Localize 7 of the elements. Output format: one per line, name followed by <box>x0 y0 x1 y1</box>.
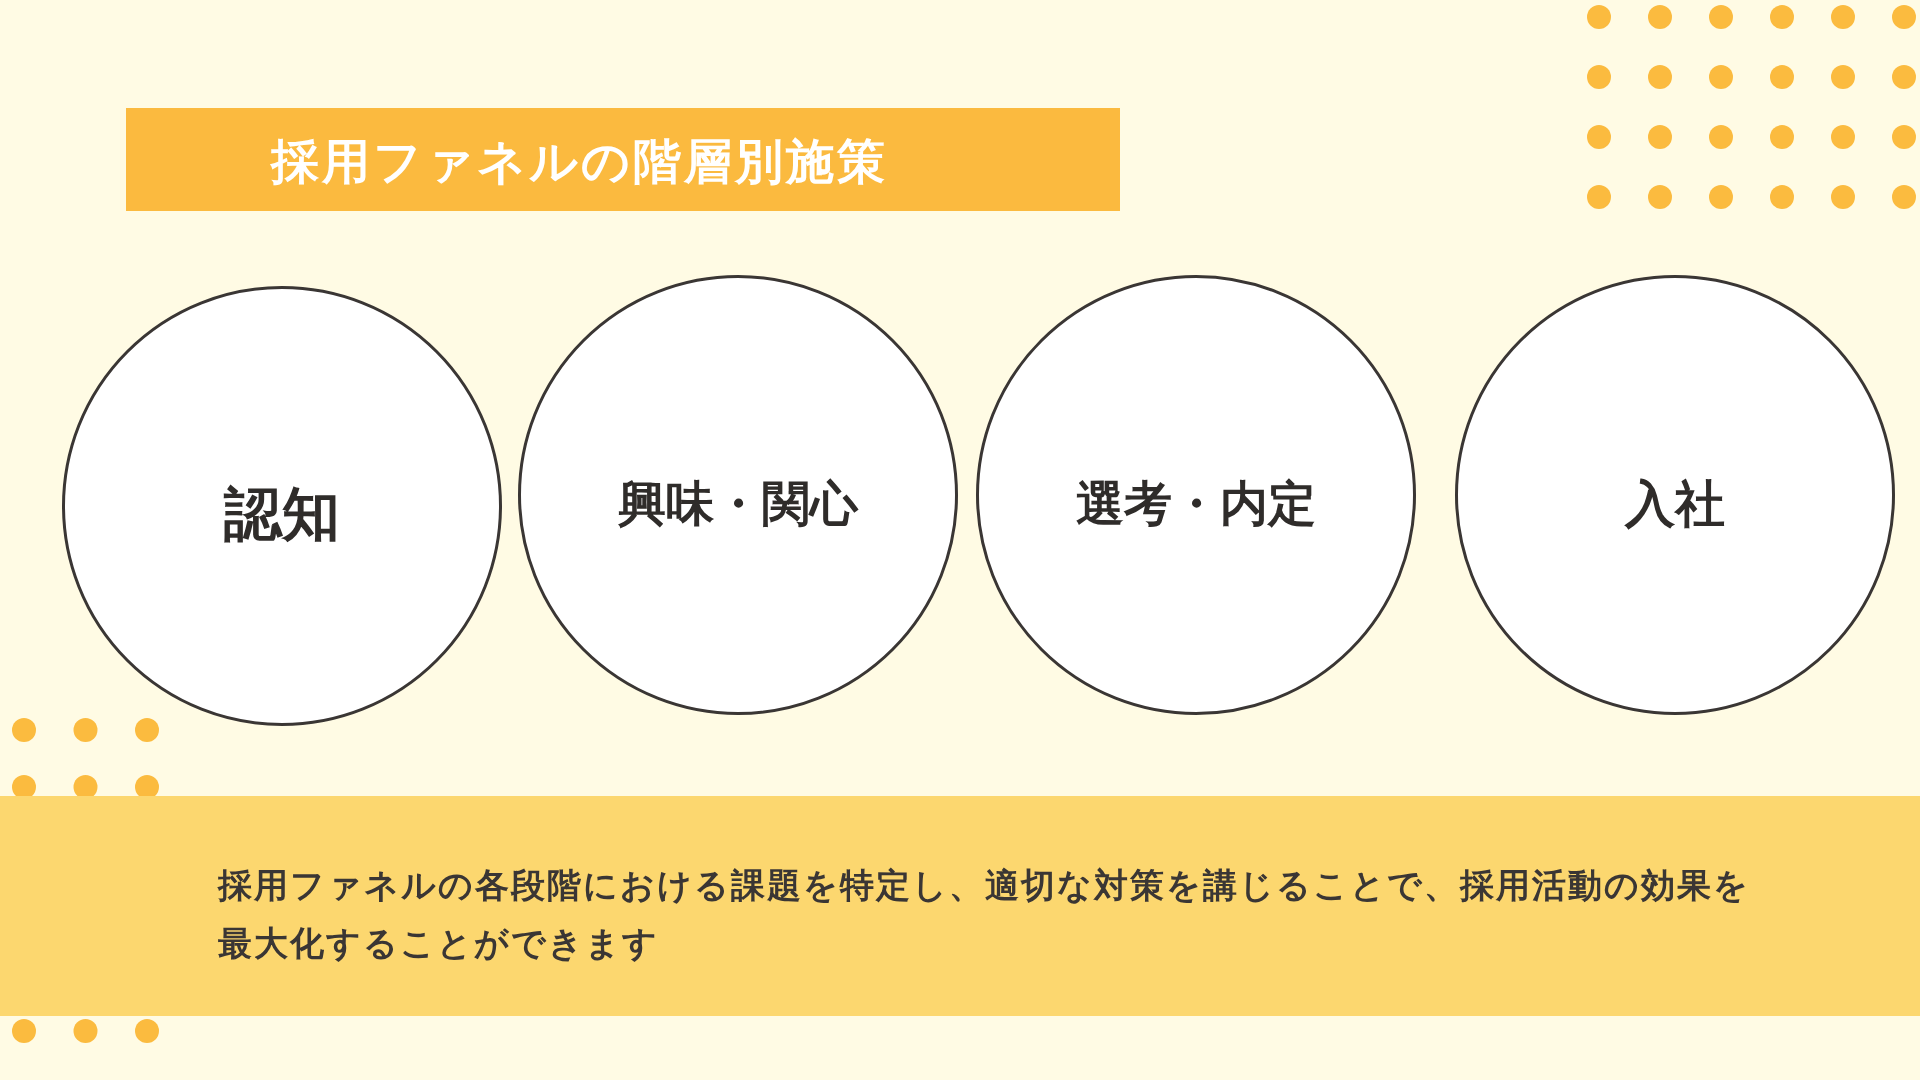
summary-band <box>0 796 1920 1016</box>
stage-label: 興味・関心 <box>618 474 858 533</box>
stage-label: 認知 <box>224 479 340 550</box>
summary-text: 採用ファネルの各段階における課題を特定し、適切な対策を講じることで、採用活動の効果を最大化することができます <box>218 864 1751 965</box>
stage-label: 入社 <box>1625 473 1725 535</box>
title: 採用ファネルの階層別施策 <box>271 132 888 191</box>
stage-label: 選考・内定 <box>1076 474 1316 533</box>
